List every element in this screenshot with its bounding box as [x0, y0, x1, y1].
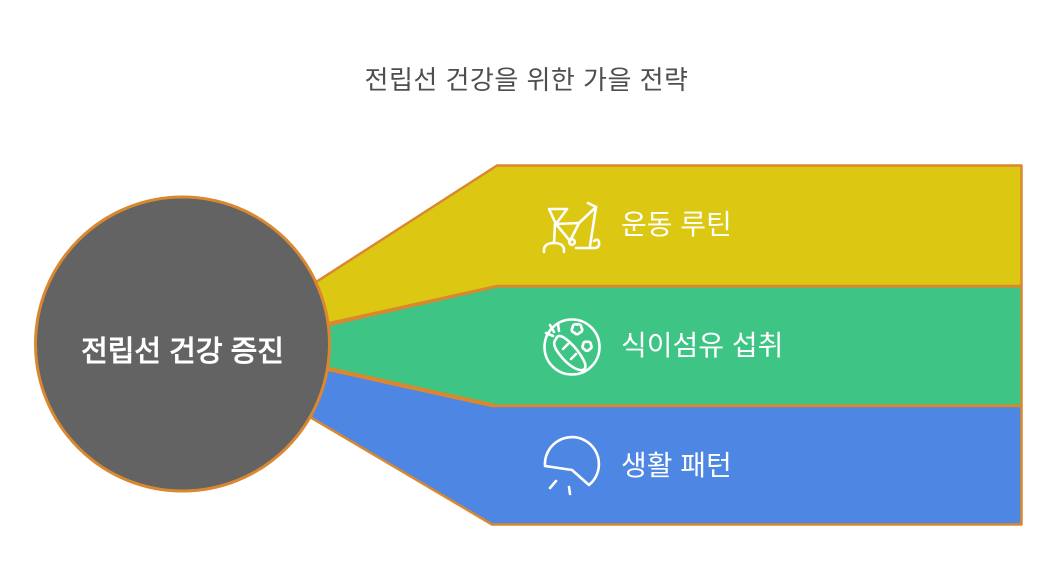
hub-label: 전립선 건강 증진	[81, 336, 284, 368]
branch-label-lifestyle: 생활 패턴	[621, 450, 732, 481]
page-title: 전립선 건강을 위한 가을 전략	[364, 65, 689, 95]
branch-label-exercise: 운동 루틴	[621, 209, 732, 240]
branch-label-diet: 식이섬유 섭취	[621, 330, 784, 361]
exercise-bike-icon	[542, 201, 601, 254]
clock-icon	[543, 435, 601, 496]
hub-circle	[34, 195, 331, 493]
vegetables-icon	[543, 318, 601, 376]
